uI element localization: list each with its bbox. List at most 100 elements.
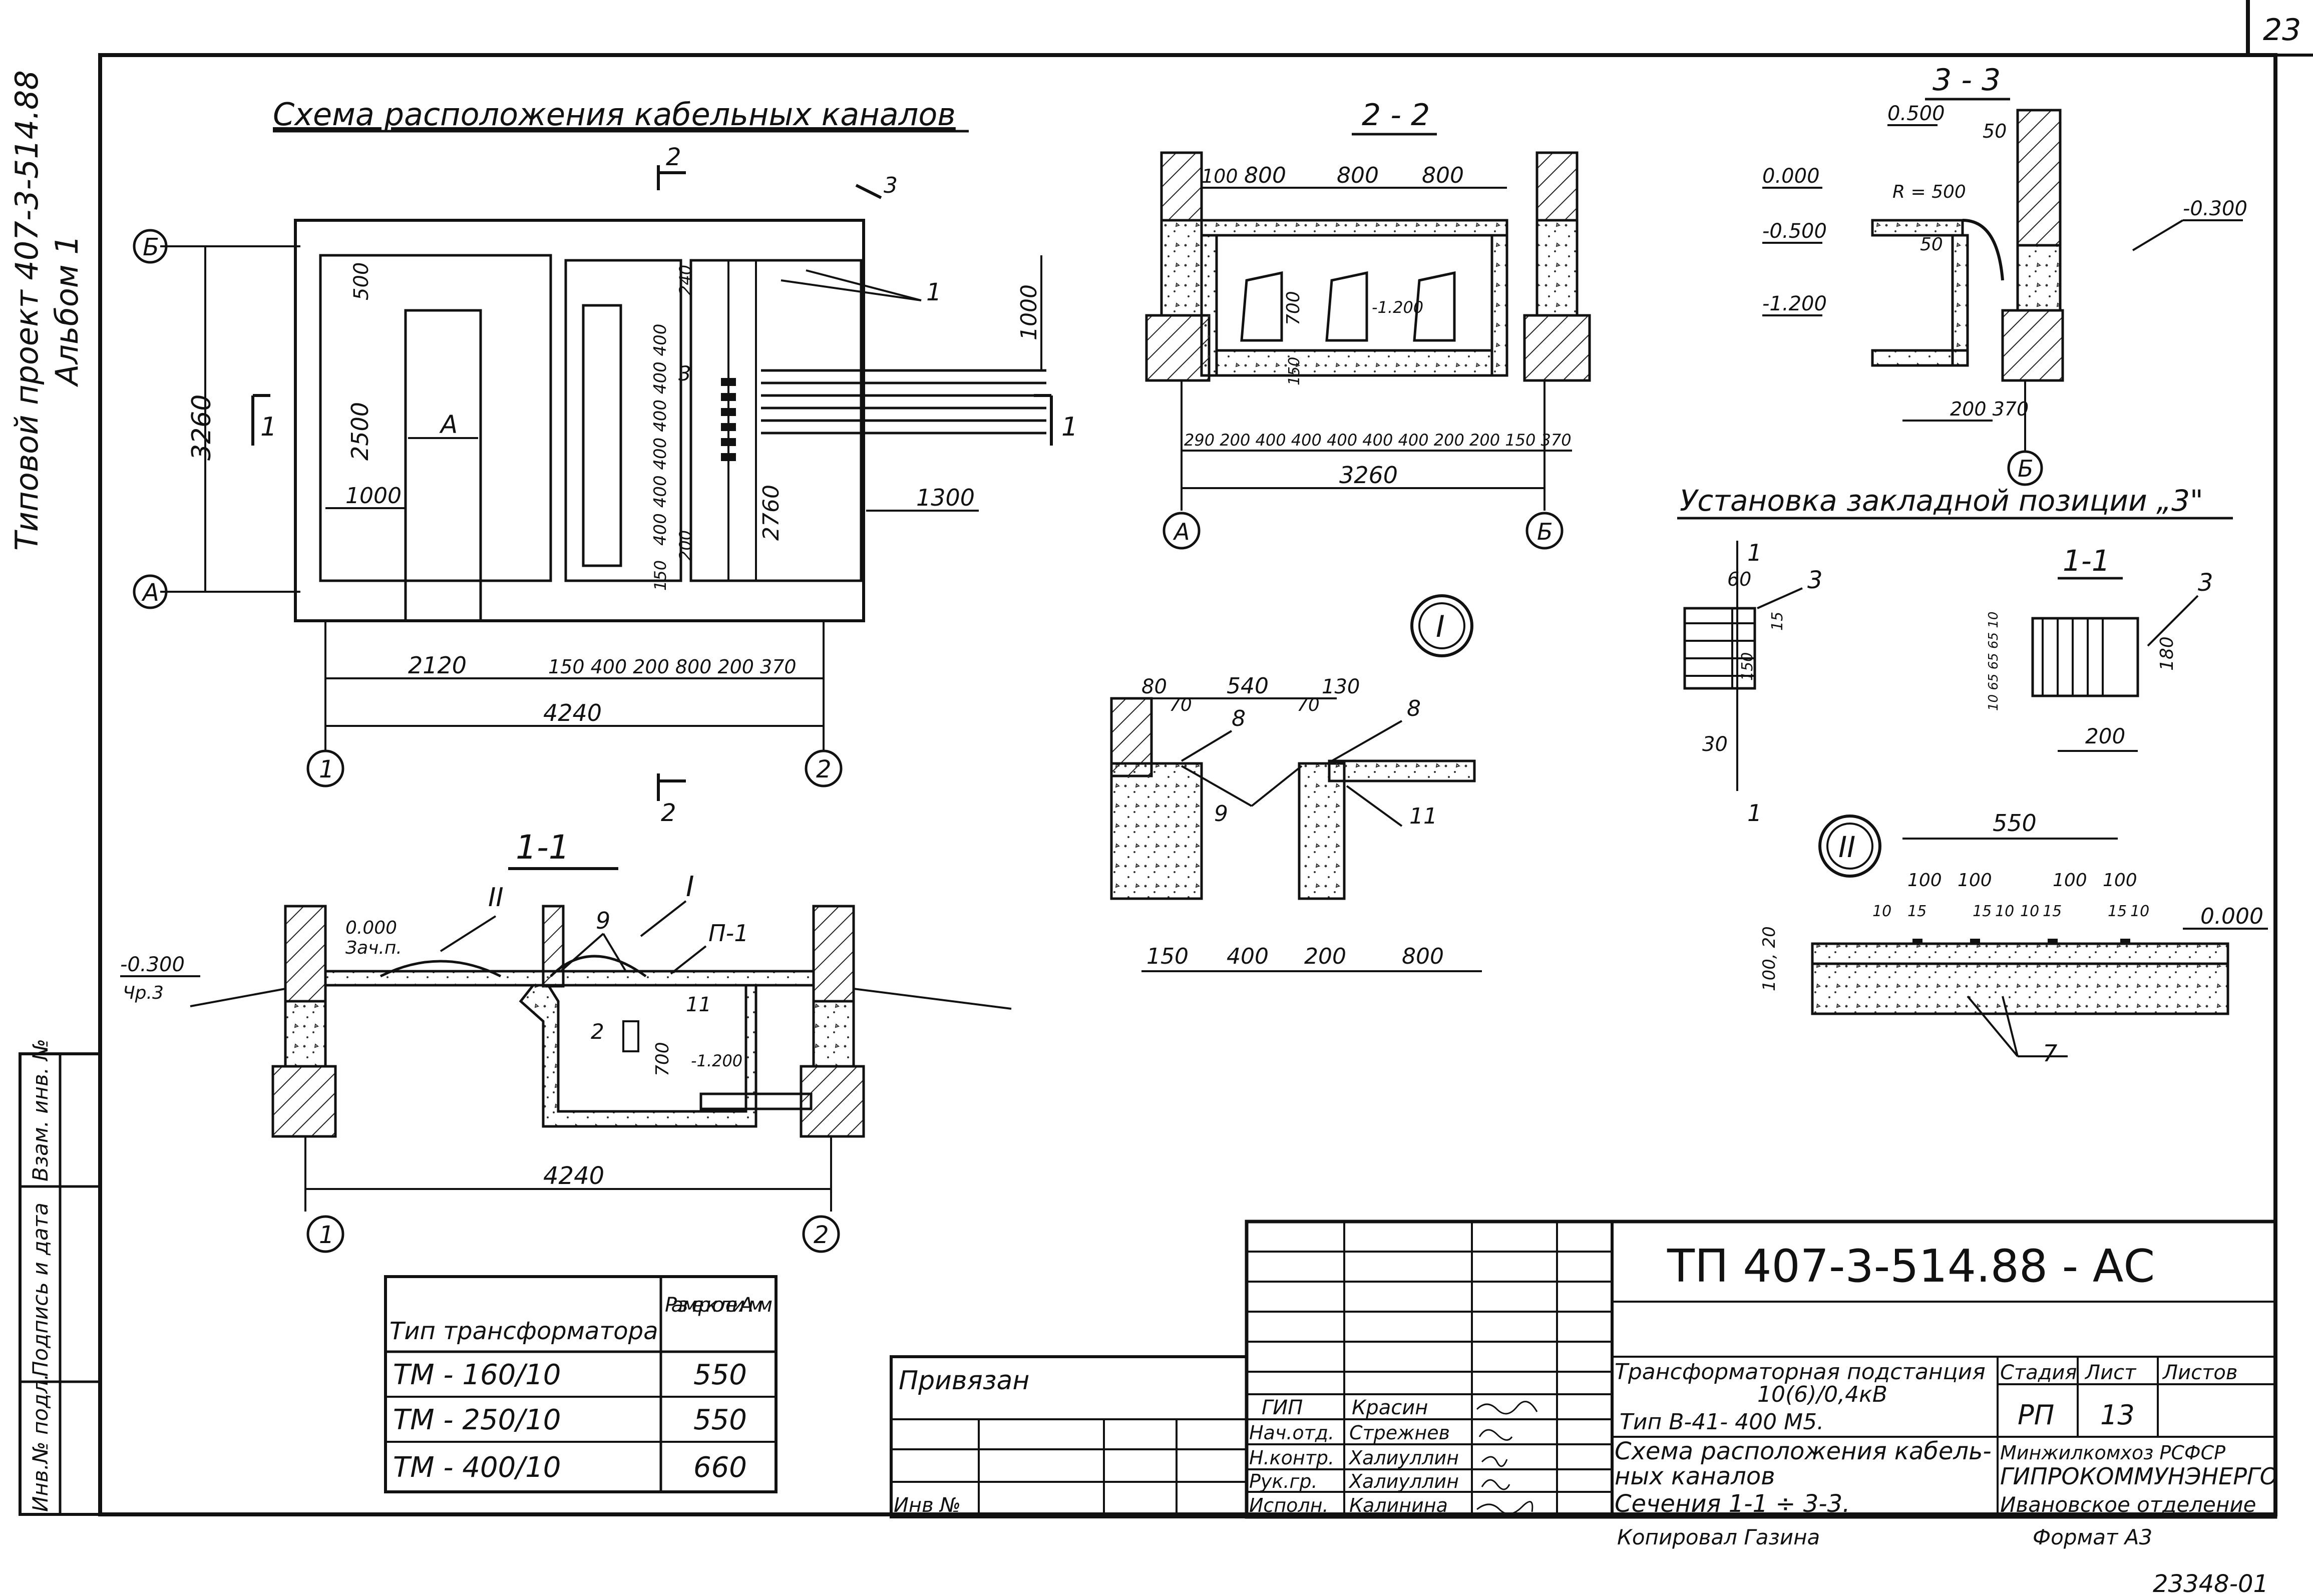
signature-3 — [1481, 1456, 1508, 1467]
s11-axis-1: 1 — [319, 1221, 334, 1249]
s11-level-left: -0.300 — [120, 953, 185, 976]
plan-dim-240: 240 — [676, 265, 695, 295]
signature-5 — [1476, 1501, 1533, 1515]
transformer-table: Тип трансформатора Размер колеи А мм ТМ … — [384, 1275, 778, 1493]
plan-dim-4240: 4240 — [543, 699, 602, 726]
embed-mark-3b: 3 — [2198, 569, 2213, 597]
title-block: ГИП Нач.отд. Н.контр. Рук.гр. Исполн. Кр… — [1245, 1220, 2278, 1549]
s33-level-m0300: -0.300 — [2183, 197, 2247, 220]
s33-dim-50b: 50 — [1920, 234, 1943, 255]
embed-cut-top: 1 — [1747, 539, 1762, 566]
plan-view: Схема расположения кабельных каналов — [133, 96, 1078, 827]
node2-dim-small2: 15 — [1907, 903, 1926, 920]
s11-dim-1200: -1.200 — [691, 1051, 742, 1070]
s22-dim-1200: -1.200 — [1372, 298, 1423, 317]
embed-dim-180: 180 — [2157, 636, 2177, 671]
s22-title: 2 - 2 — [1362, 98, 1430, 133]
tb-stage-header: Стадия — [2000, 1361, 2077, 1384]
s33-dim-50: 50 — [1983, 120, 2007, 142]
plan-dim-1300: 1300 — [916, 484, 975, 511]
plan-dim-200: 200 — [676, 530, 695, 561]
tb-name-2: Стрежнев — [1349, 1422, 1450, 1444]
node-I: I 80 540 130 70 70 8 8 9 11 150 400 200 … — [1110, 594, 1482, 972]
node2-dim-100b: 100 — [1958, 870, 1992, 891]
s33-r500: R = 500 — [1892, 182, 1966, 202]
signature-2 — [1478, 1429, 1513, 1441]
tb-object-3: Тип В-41- 400 М5. — [1620, 1409, 1824, 1435]
node1-mark-9: 9 — [1214, 801, 1228, 827]
s11-mark-9: 9 — [596, 907, 610, 934]
plan-cut-3: 3 — [884, 173, 898, 198]
section-3-3: 3 - 3 0.500 0.000 -0.500 -1.200 -0.300 R… — [1762, 63, 2247, 486]
s22-dim-700: 700 — [1283, 291, 1304, 325]
embed-cut-bottom: 1 — [1747, 800, 1762, 827]
s11-mark-11: 11 — [686, 993, 711, 1016]
tb-sheet-1: Схема расположения кабель- — [1615, 1437, 1992, 1465]
tb-org-3: Ивановское отделение — [2000, 1492, 2256, 1517]
plan-cut-1-right: 1 — [1061, 412, 1078, 442]
tb-role-nach: Нач.отд. — [1249, 1422, 1334, 1444]
node2-dim-small6: 15 — [2043, 903, 2062, 920]
node2-dim-small7: 15 — [2108, 903, 2127, 920]
table-row3-size: 660 — [693, 1451, 747, 1484]
s11-level-000: 0.000 — [345, 918, 397, 938]
table-header-size: Размер колеи А мм — [665, 1294, 773, 1317]
s22-axis-b: Б — [1537, 518, 1553, 545]
s22-dim-100: 100 — [1202, 165, 1238, 187]
plan-mark-3: 3 — [678, 362, 691, 385]
table-row2-type: ТМ - 250/10 — [393, 1404, 561, 1436]
s22-axis-a: А — [1173, 518, 1190, 545]
node2-dim-small8: 10 — [2130, 903, 2149, 920]
drawing-frame — [98, 0, 2313, 1516]
node1-mark-11: 11 — [1409, 804, 1437, 829]
embed-dim-30: 30 — [1702, 733, 1728, 756]
node2-dim-small3: 15 — [1973, 903, 1992, 920]
plan-dim-500: 500 — [350, 262, 373, 300]
node-II: II 550 100 100 100 100 10 15 15 10 10 15… — [1759, 810, 2268, 1067]
s22-dim-150: 150 — [1286, 357, 1303, 385]
s22-dim-800c: 800 — [1422, 163, 1464, 188]
node2-dim-100-20: 100, 20 — [1759, 926, 1779, 991]
tb-role-gip: ГИП — [1262, 1396, 1303, 1419]
embed-mark-3a: 3 — [1807, 566, 1823, 594]
plan-dim-bottom: 150 400 200 800 200 370 — [548, 656, 797, 678]
s11-title: 1-1 — [516, 828, 570, 867]
node2-dim-100a: 100 — [1907, 870, 1942, 891]
plan-title: Схема расположения кабельных каналов — [273, 96, 956, 133]
node2-dim-small1: 10 — [1872, 903, 1891, 920]
tb-name-3: Халиуллин — [1348, 1447, 1459, 1469]
page-number: 23 — [2263, 13, 2301, 48]
embed-dim-200: 200 — [2085, 724, 2125, 748]
embed-install: Установка закладной позиции „3" 1 1 60 3… — [1677, 484, 2233, 827]
embed-dim-150: 150 — [1739, 652, 1756, 681]
s11-note-left: Чр.3 — [123, 983, 164, 1003]
section-1-1: 1-1 -0.300 Чр.3 0.000 Зач.п. II I П-1 9 … — [120, 828, 1012, 1253]
node1-dim-80: 80 — [1141, 675, 1167, 698]
s22-dim-800b: 800 — [1337, 163, 1379, 188]
tb-name-5: Калинина — [1349, 1494, 1448, 1516]
node1-dim-150: 150 — [1146, 944, 1189, 969]
s11-axis-2: 2 — [814, 1221, 829, 1249]
node1-dim-540: 540 — [1227, 673, 1269, 699]
tb-sheet: 13 — [2100, 1399, 2135, 1431]
plan-cut-2-top: 2 — [666, 143, 681, 171]
s22-dim-3260: 3260 — [1339, 462, 1398, 489]
node2-dim-100c: 100 — [2053, 870, 2087, 891]
tb-format: Формат А3 — [2033, 1525, 2152, 1549]
table-row1-type: ТМ - 160/10 — [393, 1359, 561, 1391]
tb-org-2: ГИПРОКОММУНЭНЕРГО — [2000, 1463, 2278, 1490]
table-row1-size: 550 — [693, 1359, 747, 1391]
embed-dim-60: 60 — [1727, 568, 1751, 590]
node1-mark-8a: 8 — [1232, 706, 1246, 731]
s22-dim-800a: 800 — [1244, 163, 1286, 188]
embed-side-dims: 10 65 65 65 10 — [1986, 612, 2001, 711]
plan-cut-2-bottom: 2 — [661, 799, 676, 827]
plan-dim-150: 150 — [651, 560, 670, 591]
s11-dim-700: 700 — [652, 1042, 673, 1076]
plan-axis-a: А — [141, 579, 159, 607]
tb-sheet-header: Лист — [2084, 1361, 2137, 1384]
plan-dim-2760: 2760 — [758, 485, 784, 541]
tb-object-2: 10(6)/0,4кВ — [1757, 1382, 1887, 1407]
stamp-sign: Подпись и дата — [28, 1203, 53, 1377]
s11-mark-P1: П-1 — [708, 920, 748, 947]
